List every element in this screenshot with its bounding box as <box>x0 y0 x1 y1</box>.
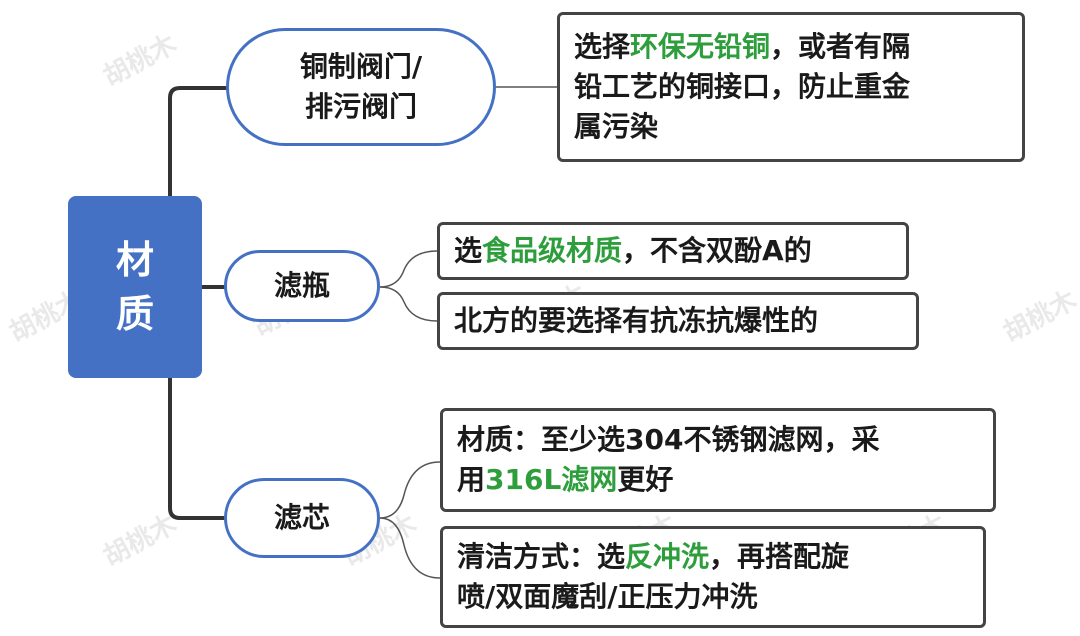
root-label-line1: 材 <box>115 238 154 282</box>
leaf-node-core-cleaning: 清洁方式：选反冲洗，再搭配旋 喷/双面魔刮/正压力冲洗 <box>440 526 986 628</box>
leaf-text-line: 属污染 <box>574 110 659 143</box>
root-label-line2: 质 <box>115 292 154 336</box>
leaf-text: 用 <box>457 463 486 496</box>
highlight-text: 反冲洗 <box>625 540 710 573</box>
leaf-text: 选 <box>454 234 483 267</box>
connector-branch3-leaf1 <box>379 461 441 519</box>
leaf-text: ，不含双酚A的 <box>622 234 812 267</box>
highlight-text: 316L滤网 <box>485 463 618 496</box>
leaf-text-line: 北方的要选择有抗冻抗爆性的 <box>454 304 819 337</box>
leaf-text-line: 选食品级材质，不含双酚A的 <box>454 231 892 271</box>
branch-node-filter-bottle: 滤瓶 <box>224 250 380 322</box>
highlight-text: 食品级材质 <box>482 234 623 267</box>
leaf-text: ，再搭配旋 <box>709 540 850 573</box>
leaf-node-bottle-food-grade: 选食品级材质，不含双酚A的 <box>437 222 909 280</box>
connector-root-branch1 <box>168 86 228 198</box>
branch-label-line1: 铜制阀门/ <box>299 50 423 83</box>
leaf-node-bottle-antifreeze: 北方的要选择有抗冻抗爆性的 <box>437 292 919 350</box>
branch-label: 滤芯 <box>273 501 330 534</box>
branch-node-valves: 铜制阀门/ 排污阀门 <box>226 28 496 146</box>
connector-branch2-leaf1 <box>379 250 438 288</box>
connector-branch2-leaf2 <box>379 286 438 322</box>
leaf-text: 清洁方式：选 <box>457 540 626 573</box>
leaf-node-core-material: 材质：至少选304不锈钢滤网，采 用316L滤网更好 <box>440 408 996 512</box>
leaf-text-line: 选择环保无铅铜，或者有隔 <box>574 27 1008 67</box>
leaf-node-valve-material: 选择环保无铅铜，或者有隔 铅工艺的铜接口，防止重金 属污染 <box>557 12 1025 162</box>
leaf-text: 选择 <box>574 30 631 63</box>
leaf-text-line: 喷/双面魔刮/正压力冲洗 <box>457 580 758 613</box>
root-node: 材 质 <box>68 196 202 378</box>
leaf-text-line: 用316L滤网更好 <box>457 460 979 500</box>
connector-branch3-leaf2 <box>379 517 441 579</box>
branch-label: 滤瓶 <box>273 269 330 302</box>
leaf-text-line: 材质：至少选304不锈钢滤网，采 <box>457 423 880 456</box>
leaf-text: ，或者有隔 <box>770 30 911 63</box>
leaf-text: 更好 <box>617 463 674 496</box>
branch-node-filter-core: 滤芯 <box>224 478 380 558</box>
leaf-text-line: 清洁方式：选反冲洗，再搭配旋 <box>457 537 969 577</box>
leaf-text-line: 铅工艺的铜接口，防止重金 <box>574 70 911 103</box>
highlight-text: 环保无铅铜 <box>630 30 771 63</box>
connector-root-branch3 <box>168 376 226 520</box>
branch-label-line2: 排污阀门 <box>304 90 417 123</box>
